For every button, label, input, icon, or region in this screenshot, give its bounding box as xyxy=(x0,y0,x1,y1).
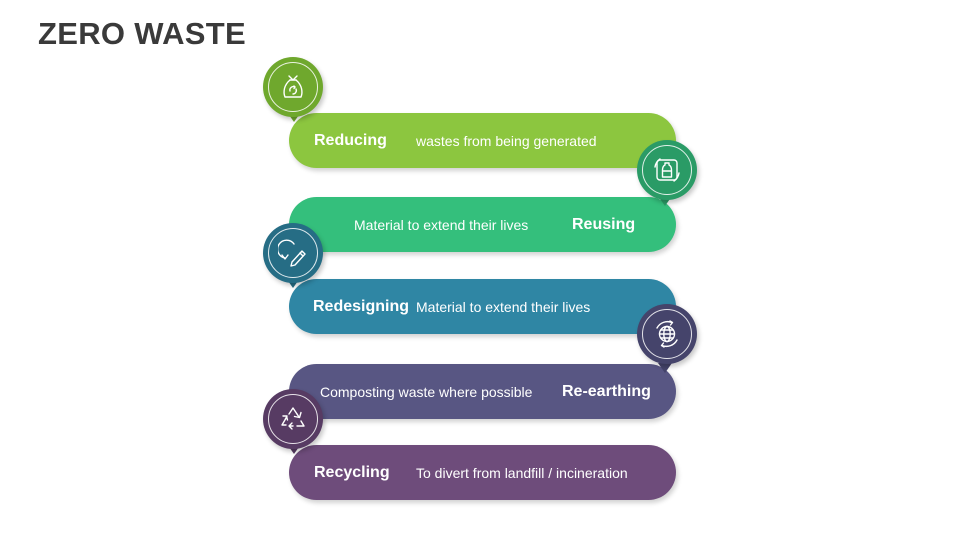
step-label: Recycling xyxy=(314,463,390,481)
badge-reducing xyxy=(263,57,323,117)
step-label: Reusing xyxy=(572,215,636,233)
badge-redesigning xyxy=(263,223,323,283)
recycle-icon xyxy=(281,407,305,430)
page-title: ZERO WASTE xyxy=(38,16,246,51)
globe-cycle-icon xyxy=(656,320,678,348)
redesign-pencil-icon xyxy=(278,239,306,267)
badge-re-earthing xyxy=(637,304,697,364)
step-description: wastes from being generated xyxy=(416,132,597,149)
reuse-bottle-icon xyxy=(654,158,680,182)
step-bar-recycling: Recycling To divert from landfill / inci… xyxy=(289,445,676,500)
step-label: Re-earthing xyxy=(562,382,651,400)
badge-pointer xyxy=(287,112,301,122)
badge-reusing xyxy=(637,140,697,200)
badge-pointer xyxy=(287,444,301,454)
step-description: To divert from landfill / incineration xyxy=(416,464,628,481)
step-description: Composting waste where possible xyxy=(320,383,533,400)
step-bar-reducing: Reducing wastes from being generated xyxy=(289,113,676,168)
step-bar-redesigning: Redesigning Material to extend their liv… xyxy=(289,279,676,334)
step-bar-reusing: Material to extend their lives Reusing xyxy=(289,197,676,252)
step-description: Material to extend their lives xyxy=(416,298,591,315)
step-bar-re-earthing: Composting waste where possible Re-earth… xyxy=(289,364,676,419)
badge-pointer xyxy=(658,363,672,373)
badge-pointer xyxy=(286,278,300,288)
badge-recycling xyxy=(263,389,323,449)
step-description: Material to extend their lives xyxy=(354,216,529,233)
waste-bag-recycle-icon xyxy=(283,75,303,98)
step-label: Redesigning xyxy=(313,297,410,315)
badge-pointer xyxy=(658,196,672,206)
step-label: Reducing xyxy=(314,131,387,149)
